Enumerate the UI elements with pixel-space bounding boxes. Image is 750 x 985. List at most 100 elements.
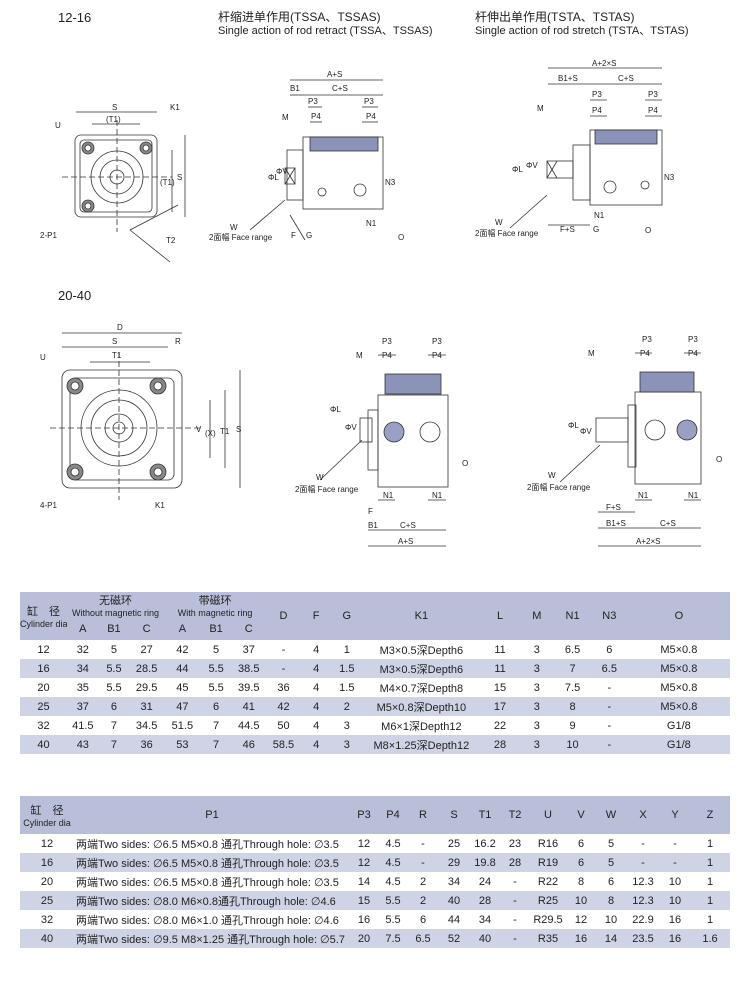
dim-p3-stretch-large-a: P3 [642,335,652,344]
table-cell: 37 [231,640,267,659]
table-cell: - [408,834,438,853]
table-cell: 1 [690,891,730,910]
table1-sub-a-2: A [164,618,201,640]
table-cell: - [590,678,628,697]
table-cell: - [266,659,301,678]
dim-f-s-stretch-large: F+S [606,503,621,512]
table-cell: 7 [98,735,130,754]
table-cell: 2 [408,891,438,910]
table-cell: M3×0.5深Depth6 [362,640,481,659]
front-view-large [50,332,241,500]
table-cell: R22 [530,872,566,891]
table2-header-row: 缸 径 Cylinder dia P1 P3 P4 R S T1 T2 U V … [20,796,730,834]
table2-header-cylinder: 缸 径 Cylinder dia [20,796,74,834]
table-cell: 1 [331,640,363,659]
table1-header-row-1: 缸 径 Cylinder dia 无磁环 Without magnetic ri… [20,592,730,640]
table-cell: 6 [596,872,626,891]
table-cell: 5.5 [378,891,408,910]
table-cell: 1 [690,872,730,891]
dim-p3-retract-a: P3 [308,97,318,106]
table-cell: 12.3 [626,872,660,891]
table-cell: 28 [480,735,520,754]
dim-m-stretch: M [537,104,544,113]
dim-o-retract: O [398,233,404,242]
dim-phi-v-retract: ΦV [276,167,288,176]
side-view-stretch-small [509,67,663,229]
dim-phi-l-retract: ΦL [268,173,279,182]
table-cell: 28 [500,853,530,872]
table-cell: 12 [350,834,378,853]
dim-phi-l-retract-large: ΦL [330,405,341,414]
table-cell: 7 [200,735,232,754]
table-cell: - [408,853,438,872]
dim-phi-v-retract-large: ΦV [345,423,357,432]
dim-p3-stretch-large-b: P3 [688,335,698,344]
table-cell: 8 [554,697,591,716]
table-cell: 16 [566,929,596,948]
table-cell: - [266,640,301,659]
table-cell: - [626,834,660,853]
dim-n1-retract-large-b: N1 [432,491,443,500]
table-cell: 16 [660,910,690,929]
table-cell: 34 [438,872,470,891]
dim-phi-v-stretch: ΦV [526,161,538,170]
table1-without-cn: 无磁环 [98,595,132,607]
table-cell: M5×0.8 [627,640,730,659]
dim-n1-stretch-large-a: N1 [638,491,649,500]
table2-header-t1: T1 [470,796,500,834]
table2-header-x: X [626,796,660,834]
table-cell: 6.5 [554,640,591,659]
table-cell: M4×0.7深Depth8 [362,678,481,697]
dim-g-retract: G [306,231,312,240]
dim-o-retract-large: O [462,459,468,468]
table1-header-n1: N1 [554,592,591,640]
dim-s-large: S [112,337,117,346]
table1-sub-b1-1: B1 [98,618,130,640]
dim-f-retract: F [291,231,296,240]
table2-header-z: Z [690,796,730,834]
table-cell: 58.5 [266,735,301,754]
dim-phi-l-stretch: ΦL [512,165,523,174]
table-cell: 17 [480,697,520,716]
table-cell: 50 [266,716,301,735]
table-cell: 24 [470,872,500,891]
retract-title-cn: 杆缩进单作用(TSSA、TSSAS) [218,10,381,24]
table-cell: 20 [350,929,378,948]
table-cell: 7.5 [378,929,408,948]
table-cell: 34 [66,659,99,678]
table-cell: 14 [350,872,378,891]
table-cell: 42 [164,640,201,659]
table-cell: 4.5 [378,853,408,872]
table-cell: 12.3 [626,891,660,910]
table-cell: M5×0.8 [627,697,730,716]
table-cell: 1.5 [331,659,363,678]
dim-n1-stretch: N1 [594,211,605,220]
table-cell: M5×0.8 [627,678,730,697]
dim-n1-stretch-large-b: N1 [688,491,699,500]
table-cell: 20 [20,872,74,891]
table-cell: 7 [200,716,232,735]
dim-m-stretch-large: M [588,349,595,358]
table-cell: 27 [129,640,164,659]
table-cell: 两端Two sides: ∅9.5 M8×1.25 通孔Through hole… [74,929,350,948]
table-cell: 15 [480,678,520,697]
dim-u-large: U [40,353,46,362]
dim-p3-retract-b: P3 [364,97,374,106]
table-cell: 4.5 [378,834,408,853]
dim-a-2s-stretch: A+2×S [592,59,616,68]
table-cell: 36 [266,678,301,697]
table-cell: 10 [660,891,690,910]
table1-cylinder-cn: 缸 径 [26,606,60,618]
table-cell: 1 [690,834,730,853]
dim-t2-small: T2 [166,236,176,245]
dim-a-s-retract-large: A+S [398,537,413,546]
dim-p3-stretch-b: P3 [648,90,658,99]
table-cell: 4.5 [378,872,408,891]
table-cell: 4 [300,640,332,659]
table-cell: 5.5 [200,659,232,678]
dim-n3-retract: N3 [385,178,396,187]
dim-c-s-stretch: C+S [618,74,634,83]
side-view-retract-small [249,79,384,241]
table-cell: 22.9 [626,910,660,929]
table-cell: - [500,891,530,910]
